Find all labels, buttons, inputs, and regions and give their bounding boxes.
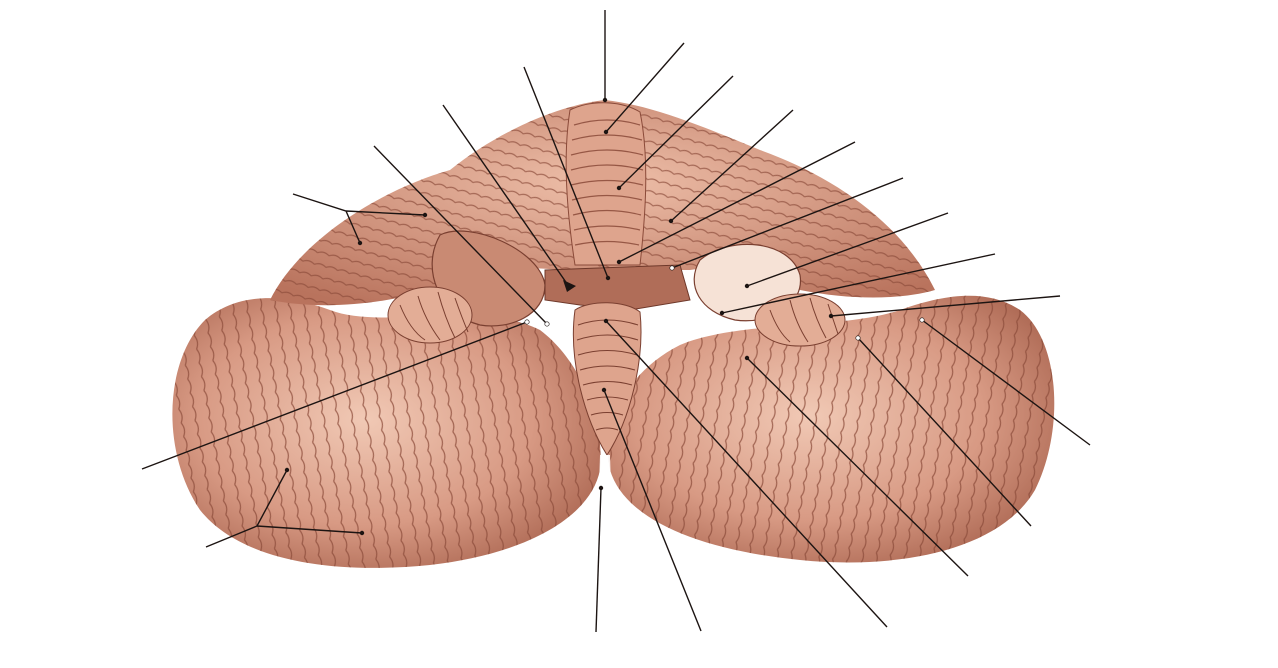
leader-line xyxy=(523,66,609,279)
leader-lines xyxy=(141,10,1091,633)
leader-line xyxy=(603,389,702,632)
arrow-head xyxy=(563,280,576,292)
leader-line-forked xyxy=(292,193,426,244)
leader-line xyxy=(373,145,548,325)
leader-line xyxy=(721,253,996,314)
leader-line xyxy=(670,109,794,222)
leader-line xyxy=(746,212,949,287)
leader-line xyxy=(442,104,571,289)
leader-line xyxy=(921,319,1091,446)
leader-line xyxy=(618,75,734,189)
leader-line xyxy=(605,320,888,628)
leader-line xyxy=(141,321,528,470)
leader-line xyxy=(746,357,969,577)
leader-line xyxy=(671,177,904,269)
cerebellum-body xyxy=(172,100,1055,568)
left-flocculus xyxy=(387,286,473,344)
leader-line xyxy=(830,295,1061,317)
leader-line xyxy=(857,337,1032,527)
leader-line xyxy=(605,42,685,133)
leader-line xyxy=(618,141,856,263)
leader-line xyxy=(595,487,602,633)
leader-line-forked xyxy=(205,469,363,548)
right-flocculus xyxy=(754,293,846,347)
